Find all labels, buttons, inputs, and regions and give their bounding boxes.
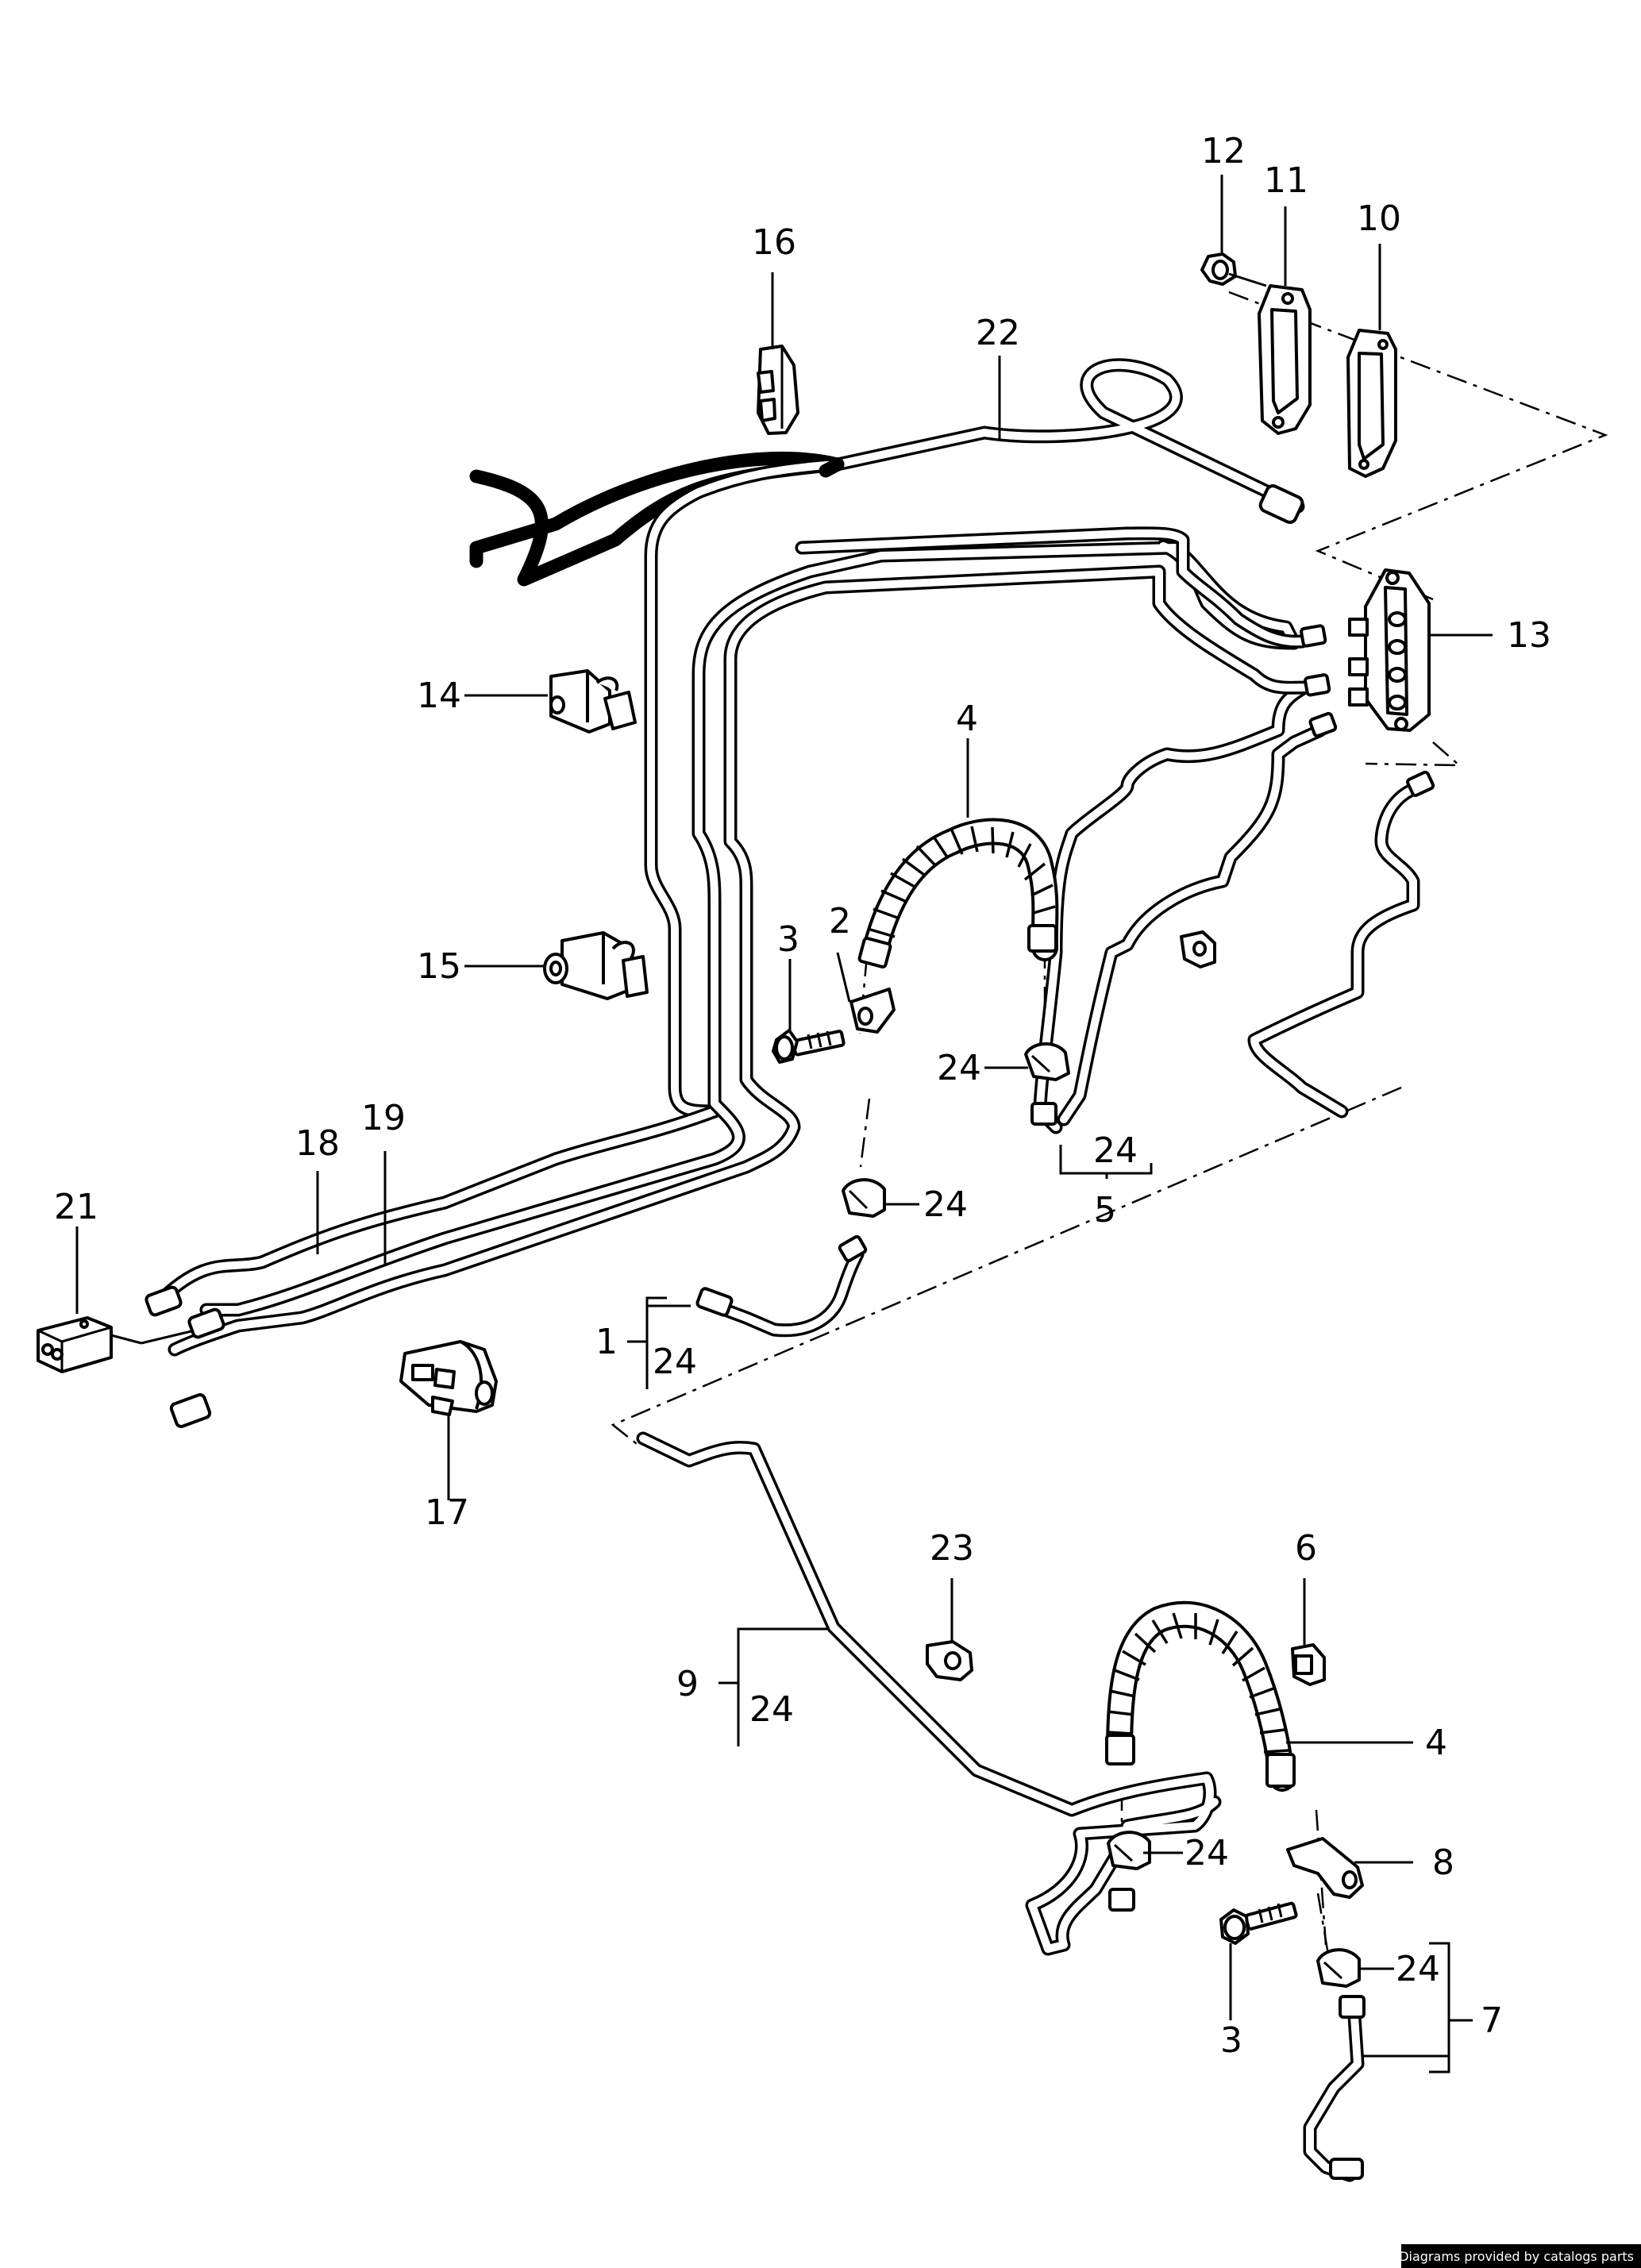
label-24-f: 24 bbox=[1185, 1833, 1229, 1873]
bracket-2 bbox=[849, 988, 896, 1034]
label-3-lower: 3 bbox=[1220, 2020, 1242, 2061]
label-2: 2 bbox=[829, 901, 851, 941]
label-7: 7 bbox=[1481, 2000, 1503, 2041]
clip-23 bbox=[926, 1640, 973, 1681]
clip-24-c bbox=[1107, 1831, 1151, 1870]
label-23: 23 bbox=[930, 1528, 974, 1569]
bolt-3-upper bbox=[772, 1029, 846, 1064]
label-24-d: 24 bbox=[653, 1342, 697, 1382]
label-6: 6 bbox=[1295, 1528, 1317, 1569]
label-3-upper: 3 bbox=[777, 919, 799, 960]
label-4-upper: 4 bbox=[956, 699, 978, 739]
label-21: 21 bbox=[54, 1187, 98, 1227]
bolt-3-lower bbox=[1219, 1901, 1298, 1945]
label-24-c: 24 bbox=[923, 1184, 968, 1225]
label-18: 18 bbox=[295, 1123, 340, 1164]
label-1: 1 bbox=[595, 1322, 618, 1362]
clip-6 bbox=[1291, 1643, 1326, 1686]
clip-17 bbox=[399, 1340, 498, 1416]
clip-14 bbox=[549, 669, 637, 734]
connector-block-21 bbox=[37, 1316, 195, 1373]
label-13: 13 bbox=[1507, 615, 1551, 656]
label-24-e: 24 bbox=[749, 1689, 794, 1730]
credit-text: Diagrams provided by catalogs parts bbox=[1399, 2249, 1634, 2264]
brake-hose-lower bbox=[1105, 1600, 1296, 1792]
clip-24-a bbox=[1024, 1042, 1070, 1081]
brake-pipe-1 bbox=[707, 1247, 865, 1338]
label-24-b: 24 bbox=[1093, 1130, 1138, 1171]
label-22: 22 bbox=[976, 313, 1020, 353]
brake-pipe-22 bbox=[469, 358, 1305, 1119]
clip-15 bbox=[543, 931, 649, 1000]
gasket-11 bbox=[1258, 284, 1312, 435]
brake-pipe-upper-set bbox=[168, 526, 1317, 1357]
label-24-g: 24 bbox=[1396, 1949, 1440, 1989]
label-8: 8 bbox=[1432, 1843, 1454, 1883]
label-16: 16 bbox=[752, 222, 796, 263]
clip-24-d bbox=[1316, 1948, 1361, 1988]
bracket-8 bbox=[1286, 1837, 1364, 1899]
brake-pipe-7 bbox=[1303, 2009, 1365, 2182]
label-11: 11 bbox=[1264, 160, 1308, 201]
brake-pipe-right bbox=[1247, 779, 1431, 1119]
brake-hose-upper bbox=[857, 818, 1059, 968]
label-12: 12 bbox=[1201, 131, 1246, 171]
part-labels: 12 11 10 13 16 22 14 15 4 2 3 24 24 5 24… bbox=[54, 131, 1551, 2061]
clip-unlabeled bbox=[1180, 930, 1216, 968]
leader-lines bbox=[75, 175, 1493, 2074]
label-10: 10 bbox=[1357, 198, 1401, 239]
pipe-fittings bbox=[144, 484, 1366, 2180]
label-4-lower: 4 bbox=[1425, 1723, 1447, 1763]
label-14: 14 bbox=[417, 676, 461, 716]
clip-16 bbox=[757, 345, 799, 435]
label-19: 19 bbox=[361, 1098, 406, 1138]
brake-pipe-19 bbox=[199, 539, 1301, 1317]
credit-bar bbox=[1401, 2244, 1641, 2268]
clip-24-b bbox=[842, 1178, 886, 1218]
label-15: 15 bbox=[417, 946, 461, 987]
nut-12 bbox=[1200, 252, 1267, 287]
distribution-block-13 bbox=[1300, 568, 1435, 797]
label-5: 5 bbox=[1094, 1190, 1116, 1230]
label-17: 17 bbox=[425, 1492, 469, 1533]
brake-pipe-9 bbox=[636, 1431, 1222, 1956]
gasket-10 bbox=[1346, 329, 1397, 478]
brake-pipe-18 bbox=[152, 1104, 722, 1309]
label-24-a: 24 bbox=[937, 1048, 981, 1088]
label-9: 9 bbox=[676, 1664, 699, 1704]
brake-pipe-lower-left bbox=[1033, 682, 1327, 1134]
